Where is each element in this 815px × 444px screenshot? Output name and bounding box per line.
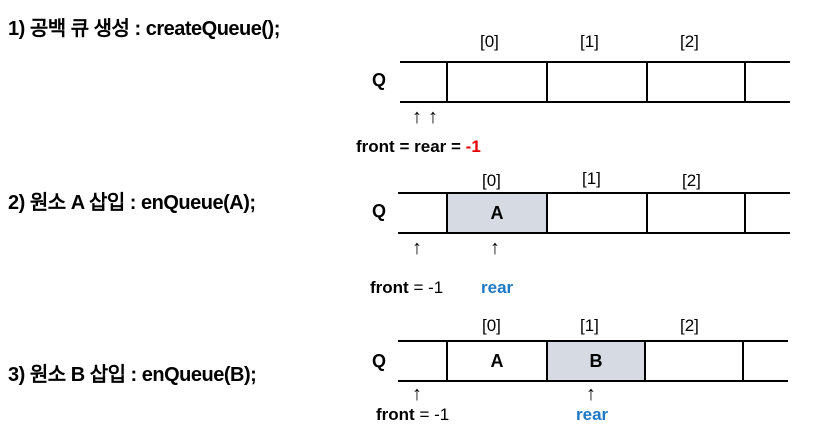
- pointer-status: front = rear = -1: [356, 137, 481, 157]
- index-label-1: [1]: [580, 32, 599, 51]
- front-value: = -1: [413, 278, 444, 297]
- index-label-2: [2]: [680, 316, 699, 335]
- equals-sign: =: [399, 137, 410, 156]
- queue-cell-1: B: [546, 342, 644, 380]
- front-status: front = -1: [376, 405, 449, 425]
- queue-cell-2: [644, 342, 742, 380]
- front-pointer-arrow: ↑: [412, 106, 422, 128]
- step-2-title: 2) 원소 A 삽입 : enQueue(A);: [8, 192, 256, 214]
- queue-cell-1: [546, 63, 646, 101]
- front-label: front: [376, 405, 415, 424]
- index-label-2: [2]: [680, 32, 699, 51]
- queue-cell-front: [398, 342, 446, 380]
- front-pointer-arrow: ↑: [412, 237, 422, 259]
- queue-label: Q: [372, 70, 387, 90]
- queue-array: A B: [398, 340, 788, 382]
- queue-cell-extra: [744, 63, 790, 101]
- queue-label: Q: [372, 201, 387, 221]
- index-label-1: [1]: [580, 316, 599, 335]
- front-value: = -1: [419, 405, 450, 424]
- queue-cell-front: [400, 63, 446, 101]
- rear-pointer-arrow: ↑: [428, 106, 438, 128]
- queue-cell-0: A: [446, 194, 546, 232]
- queue-cell-extra: [742, 342, 788, 380]
- equals-sign: =: [451, 137, 461, 156]
- index-label-1: [1]: [582, 169, 601, 188]
- queue-array: A: [398, 192, 790, 234]
- queue-cell-0: [446, 63, 546, 101]
- rear-pointer-arrow: ↑: [586, 383, 596, 405]
- front-status: front = -1: [370, 278, 443, 298]
- queue-cell-2: [646, 194, 744, 232]
- step-3-title: 3) 원소 B 삽입 : enQueue(B);: [8, 364, 257, 386]
- front-label: front: [370, 278, 409, 297]
- index-label-2: [2]: [682, 171, 701, 190]
- index-label-0: [0]: [482, 171, 501, 190]
- rear-label: rear: [481, 278, 514, 297]
- queue-cell-0: A: [446, 342, 546, 380]
- rear-pointer-arrow: ↑: [490, 237, 500, 259]
- front-label: front: [356, 137, 395, 156]
- queue-label: Q: [372, 351, 387, 371]
- queue-array: [400, 61, 790, 103]
- step-1-title: 1) 공백 큐 생성 : createQueue();: [8, 18, 280, 40]
- front-pointer-arrow: ↑: [412, 383, 422, 405]
- pointer-value: -1: [465, 137, 481, 156]
- index-label-0: [0]: [480, 32, 499, 51]
- queue-cell-1: [546, 194, 646, 232]
- rear-label: rear: [414, 137, 447, 156]
- index-label-0: [0]: [482, 316, 501, 335]
- queue-cell-2: [646, 63, 744, 101]
- queue-cell-extra: [744, 194, 790, 232]
- rear-label: rear: [576, 405, 609, 424]
- queue-cell-front: [398, 194, 446, 232]
